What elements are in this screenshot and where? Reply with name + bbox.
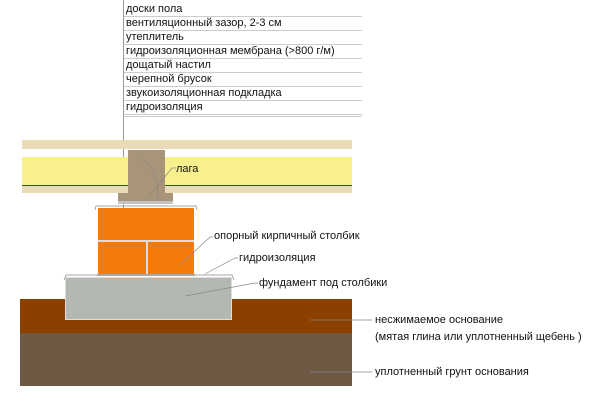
layer-item: вентиляционный зазор, 2-3 см [124,17,362,31]
layer-item: утеплитель [124,31,362,45]
floor-boards [22,140,352,149]
soil-label: уплотненный грунт основания [375,366,529,378]
foundation-label: фундамент под столбики [259,277,388,289]
mortar-joint [146,242,148,275]
joist-label: лага [176,163,199,175]
layer-item: гидроизоляционная мембрана (>800 г/м) [124,45,362,59]
joist [128,150,165,201]
layer-item: звукоизоляционная подкладка [124,87,362,101]
joist-waterproofing [118,201,173,204]
mortar-joint [98,240,194,242]
layer-divider [124,115,362,117]
leader-line [123,0,124,208]
membrane [22,185,352,186]
waterproofing-label: гидроизоляция [239,252,316,264]
insulation [22,157,352,185]
subfloor-boards [22,186,352,193]
foundation-block [65,277,232,320]
layer-item: доски пола [124,3,362,17]
brick-pillar-label: опорный кирпичный столбик [214,230,360,242]
layer-item: черепной брусок [124,73,362,87]
base-label: несжимаемое основание [375,314,503,326]
layer-item: дощатый настил [124,59,362,73]
layer-item: гидроизоляция [124,101,362,115]
base-label-detail: (мятая глина или уплотненный щебень ) [375,331,582,343]
soil-layer [20,333,352,386]
